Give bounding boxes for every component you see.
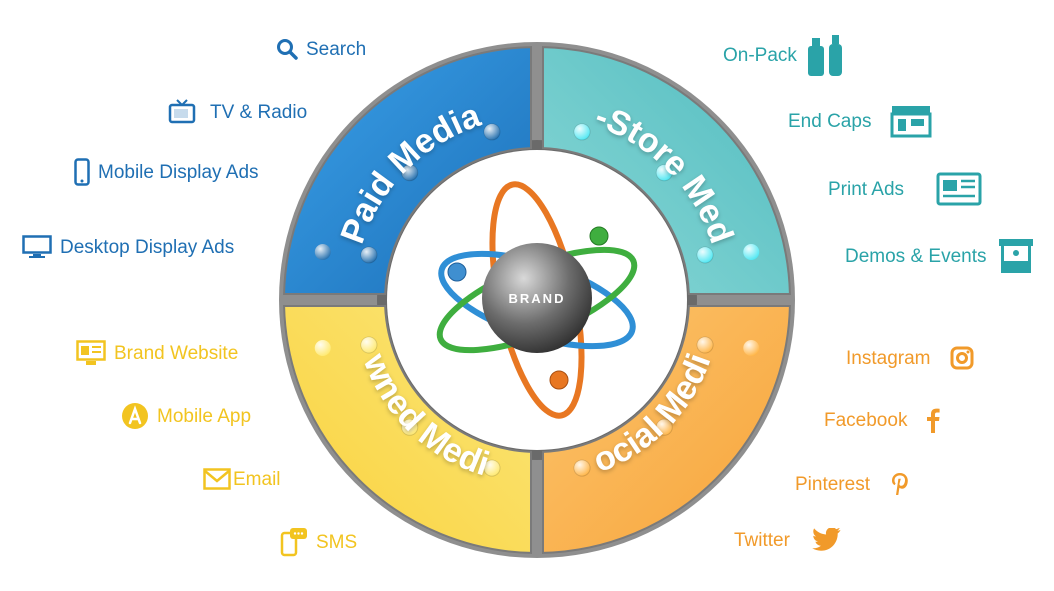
electron-blue	[447, 262, 467, 282]
brand-atom-logo: BRAND	[436, 181, 638, 419]
search-icon	[277, 39, 298, 60]
channel-label: Facebook	[824, 409, 908, 431]
channel-on-pack: On-Pack	[723, 32, 845, 78]
bead-owned	[360, 336, 378, 354]
channel-end-caps: End Caps	[788, 104, 933, 138]
channel-desktop-display-ads: Desktop Display Ads	[22, 235, 234, 259]
booth-icon	[998, 239, 1033, 273]
bead-paid	[360, 246, 378, 264]
channel-instagram: Instagram	[846, 346, 974, 370]
mobile-phone-icon	[74, 158, 90, 186]
channel-label: Mobile Display Ads	[98, 161, 259, 183]
bottles-icon	[807, 35, 842, 76]
bead-social	[743, 339, 760, 356]
brand-label: BRAND	[509, 291, 566, 306]
app-store-icon	[122, 403, 148, 429]
channel-mobile-app: Mobile App	[121, 402, 251, 430]
bead-owned	[401, 418, 419, 436]
bead-social	[573, 459, 591, 477]
channel-pinterest: Pinterest	[795, 471, 910, 497]
channel-email: Email	[203, 468, 281, 490]
bead-instore	[655, 164, 673, 182]
channel-label: Email	[233, 468, 281, 490]
channel-twitter: Twitter	[734, 528, 842, 552]
channel-tv-radio: TV & Radio	[168, 99, 307, 125]
channel-label: Twitter	[734, 529, 790, 551]
channel-label: On-Pack	[723, 44, 797, 66]
channel-facebook: Facebook	[824, 407, 941, 433]
bead-instore	[696, 246, 714, 264]
channel-label: Print Ads	[828, 178, 905, 200]
channel-demos-events: Demos & Events	[845, 237, 1035, 275]
channel-sms: SMS	[280, 527, 357, 557]
brand-sphere	[482, 243, 592, 353]
channel-label: Demos & Events	[845, 245, 987, 267]
channel-mobile-display-ads: Mobile Display Ads	[74, 158, 259, 186]
bead-social	[655, 418, 673, 436]
channel-print-ads: Print Ads	[828, 172, 982, 206]
channel-label: TV & Radio	[210, 101, 308, 123]
channel-label: Search	[306, 38, 367, 60]
facebook-icon	[927, 408, 941, 433]
bead-paid	[401, 164, 419, 182]
channel-label: Desktop Display Ads	[60, 236, 235, 258]
bead-paid	[314, 244, 331, 261]
desktop-monitor-icon	[22, 235, 52, 258]
bead-social	[696, 336, 714, 354]
channel-brand-website: Brand Website	[76, 340, 238, 366]
twitter-icon	[812, 528, 841, 551]
channel-search: Search	[276, 38, 366, 60]
store-shelf-icon	[890, 106, 932, 138]
channel-label: End Caps	[788, 110, 872, 132]
bead-owned	[314, 339, 331, 356]
website-icon	[76, 340, 106, 365]
electron-green	[589, 226, 609, 246]
channel-label: Brand Website	[114, 342, 239, 364]
channel-label: SMS	[316, 531, 358, 553]
newspaper-icon	[936, 172, 982, 206]
sms-phone-icon	[280, 528, 307, 557]
channel-label: Mobile App	[157, 405, 252, 427]
pinterest-icon	[891, 473, 908, 495]
bead-paid	[483, 123, 501, 141]
channel-label: Pinterest	[795, 473, 870, 495]
tv-icon	[168, 99, 196, 124]
envelope-icon	[203, 468, 231, 490]
instagram-icon	[950, 346, 974, 370]
bead-instore	[743, 244, 760, 261]
electron-orange	[549, 370, 569, 390]
channel-label: Instagram	[846, 347, 931, 369]
bead-owned	[483, 459, 501, 477]
bead-instore	[573, 123, 591, 141]
